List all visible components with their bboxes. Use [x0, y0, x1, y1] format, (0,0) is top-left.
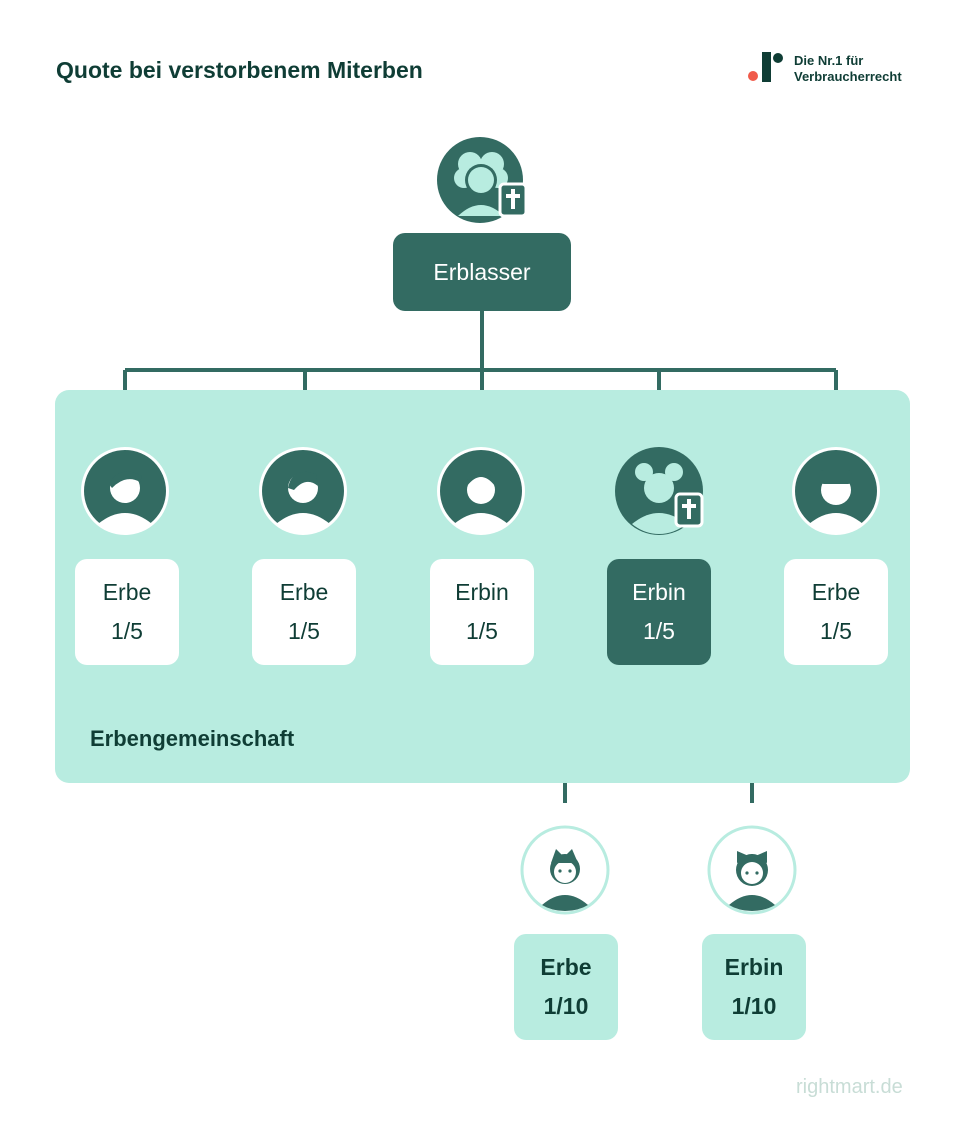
- man-icon: [792, 447, 880, 535]
- heir-share: 1/5: [111, 618, 143, 644]
- heir-share: 1/5: [643, 618, 675, 644]
- sub-heir-label: Erbe: [540, 954, 592, 980]
- woman-icon: [437, 447, 525, 535]
- heir-share: 1/5: [288, 618, 320, 644]
- heir-card: Erbe 1/5: [252, 559, 356, 665]
- man-icon: [81, 447, 169, 535]
- heir-label: Erbe: [279, 579, 329, 605]
- woman-deceased-icon: [615, 447, 704, 535]
- sub-heir-label: Erbin: [724, 954, 784, 980]
- brand-line2: Verbraucherrecht: [794, 69, 902, 84]
- elderly-woman-deceased-icon: [437, 137, 528, 223]
- brand-mark-icon: [748, 52, 783, 82]
- group-label: Erbengemeinschaft: [90, 726, 295, 751]
- heir-label: Erbe: [811, 579, 861, 605]
- brand-line1: Die Nr.1 für: [794, 53, 864, 68]
- heir-share: 1/5: [820, 618, 852, 644]
- heir-label: Erbe: [102, 579, 152, 605]
- sub-heir-card: Erbe 1/10: [514, 934, 618, 1040]
- root-box: Erblasser: [393, 233, 571, 311]
- brand-logo: Die Nr.1 für Verbraucherrecht: [748, 52, 902, 91]
- footer-source: rightmart.de: [796, 1076, 903, 1098]
- heir-share: 1/5: [466, 618, 498, 644]
- page-title: Quote bei verstorbenem Miterben: [56, 57, 423, 83]
- sub-heir-share: 1/10: [731, 993, 777, 1019]
- heir-label: Erbin: [455, 579, 509, 605]
- boy-icon: [520, 825, 610, 915]
- heir-card-deceased: Erbin 1/5: [607, 559, 711, 665]
- sub-heir-share: 1/10: [543, 993, 589, 1019]
- heir-card: Erbe 1/5: [75, 559, 179, 665]
- heir-label: Erbin: [632, 579, 686, 605]
- man-icon: [259, 447, 347, 535]
- girl-icon: [707, 825, 797, 915]
- sub-heir-card: Erbin 1/10: [702, 934, 806, 1040]
- heir-card: Erbin 1/5: [430, 559, 534, 665]
- heir-card: Erbe 1/5: [784, 559, 888, 665]
